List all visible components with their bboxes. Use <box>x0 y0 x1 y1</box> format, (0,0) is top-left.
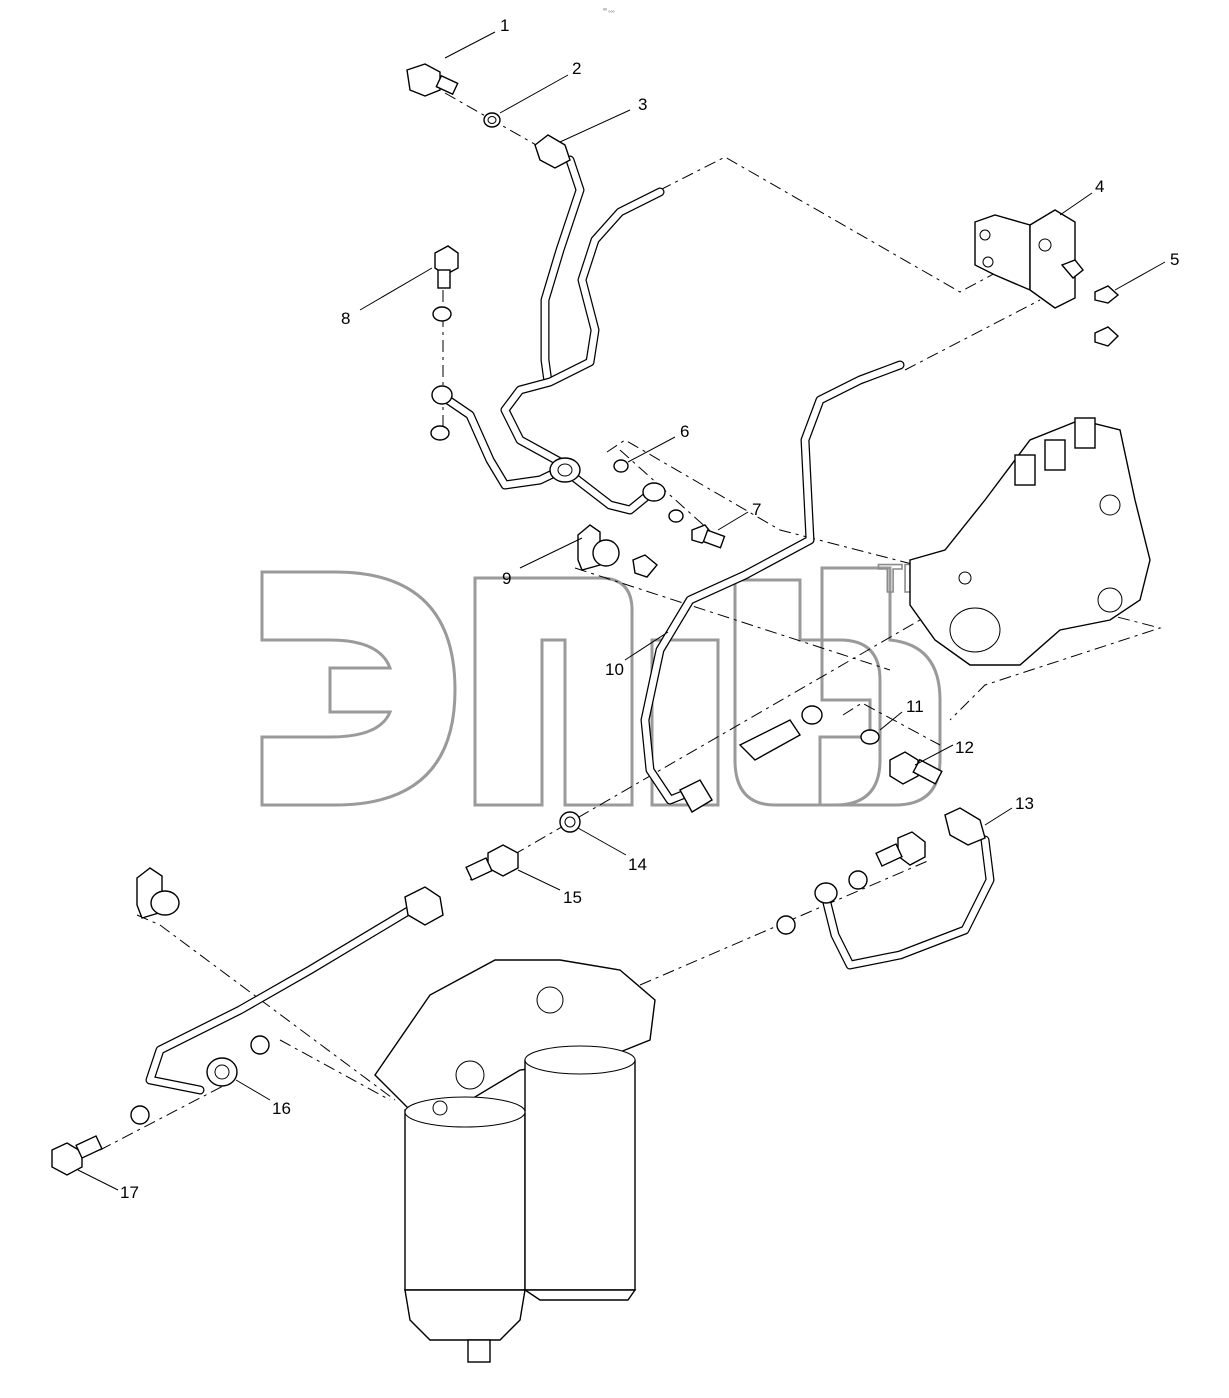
svg-text:7: 7 <box>752 500 761 519</box>
part-8-banjo-bolt <box>430 245 459 441</box>
svg-text:10: 10 <box>605 660 624 679</box>
connector-mid <box>679 705 823 813</box>
callout-13: 13 <box>984 794 1034 826</box>
part-3-fitting <box>534 134 571 169</box>
callout-17: 17 <box>77 1169 139 1202</box>
callout-7: 7 <box>717 500 761 531</box>
callout-11: 11 <box>879 697 924 731</box>
callout-5: 5 <box>1114 250 1179 291</box>
svg-text:2: 2 <box>572 59 581 78</box>
hose-end-fitting-left <box>404 886 444 926</box>
part-16-banjo <box>130 1035 270 1125</box>
part-13-fitting <box>944 807 986 846</box>
svg-text:6: 6 <box>680 422 689 441</box>
part-15-fitting <box>465 844 519 881</box>
watermark-letter-e <box>260 570 457 807</box>
part-4-bracket <box>974 209 1076 309</box>
part-17-bolt <box>51 1135 103 1176</box>
svg-text:1: 1 <box>500 16 509 35</box>
assembly-lines <box>99 92 1162 1151</box>
callout-16: 16 <box>235 1079 291 1118</box>
fuel-pump <box>909 417 1151 666</box>
svg-text:3: 3 <box>638 95 647 114</box>
svg-text:4: 4 <box>1095 177 1104 196</box>
svg-text:5: 5 <box>1170 250 1179 269</box>
part-9-clip <box>577 524 658 578</box>
svg-text:11: 11 <box>906 697 924 716</box>
callout-2: 2 <box>499 59 581 114</box>
svg-text:9: 9 <box>502 569 511 588</box>
callout-10: 10 <box>605 631 669 679</box>
svg-text:16: 16 <box>272 1099 291 1118</box>
banjo-bolt-right <box>776 831 926 935</box>
banjo-fitting-upper <box>549 457 666 502</box>
callout-4: 4 <box>1059 177 1104 216</box>
clip-left <box>136 867 180 919</box>
part-6-washer <box>613 459 629 473</box>
drawing-code: ⁰⁰ ₀₀₀ <box>603 8 615 14</box>
watermark-letter-b <box>818 566 942 807</box>
callout-15: 15 <box>517 869 582 907</box>
fuel-filter-assembly <box>374 959 656 1363</box>
callout-1: 1 <box>444 16 509 59</box>
part-12-fitting <box>889 751 943 785</box>
svg-text:13: 13 <box>1015 794 1034 813</box>
callout-12: 12 <box>914 738 974 766</box>
hoses <box>145 155 995 1095</box>
svg-text:17: 17 <box>120 1183 139 1202</box>
watermark-logo: TM <box>260 556 942 807</box>
svg-text:8: 8 <box>341 309 350 328</box>
callout-8: 8 <box>341 267 433 328</box>
callout-14: 14 <box>577 827 647 874</box>
svg-text:12: 12 <box>955 738 974 757</box>
callout-3: 3 <box>559 95 647 143</box>
svg-text:15: 15 <box>563 888 582 907</box>
callout-9: 9 <box>502 537 583 588</box>
part-7-bolt <box>691 524 726 549</box>
watermark-letter-d <box>733 578 882 807</box>
part-1-sensor <box>406 63 459 97</box>
watermark-letter-p <box>473 576 634 807</box>
svg-text:14: 14 <box>628 855 647 874</box>
part-5-bolts <box>1060 259 1120 347</box>
callout-6: 6 <box>627 422 689 463</box>
part-11-washer <box>860 729 880 745</box>
